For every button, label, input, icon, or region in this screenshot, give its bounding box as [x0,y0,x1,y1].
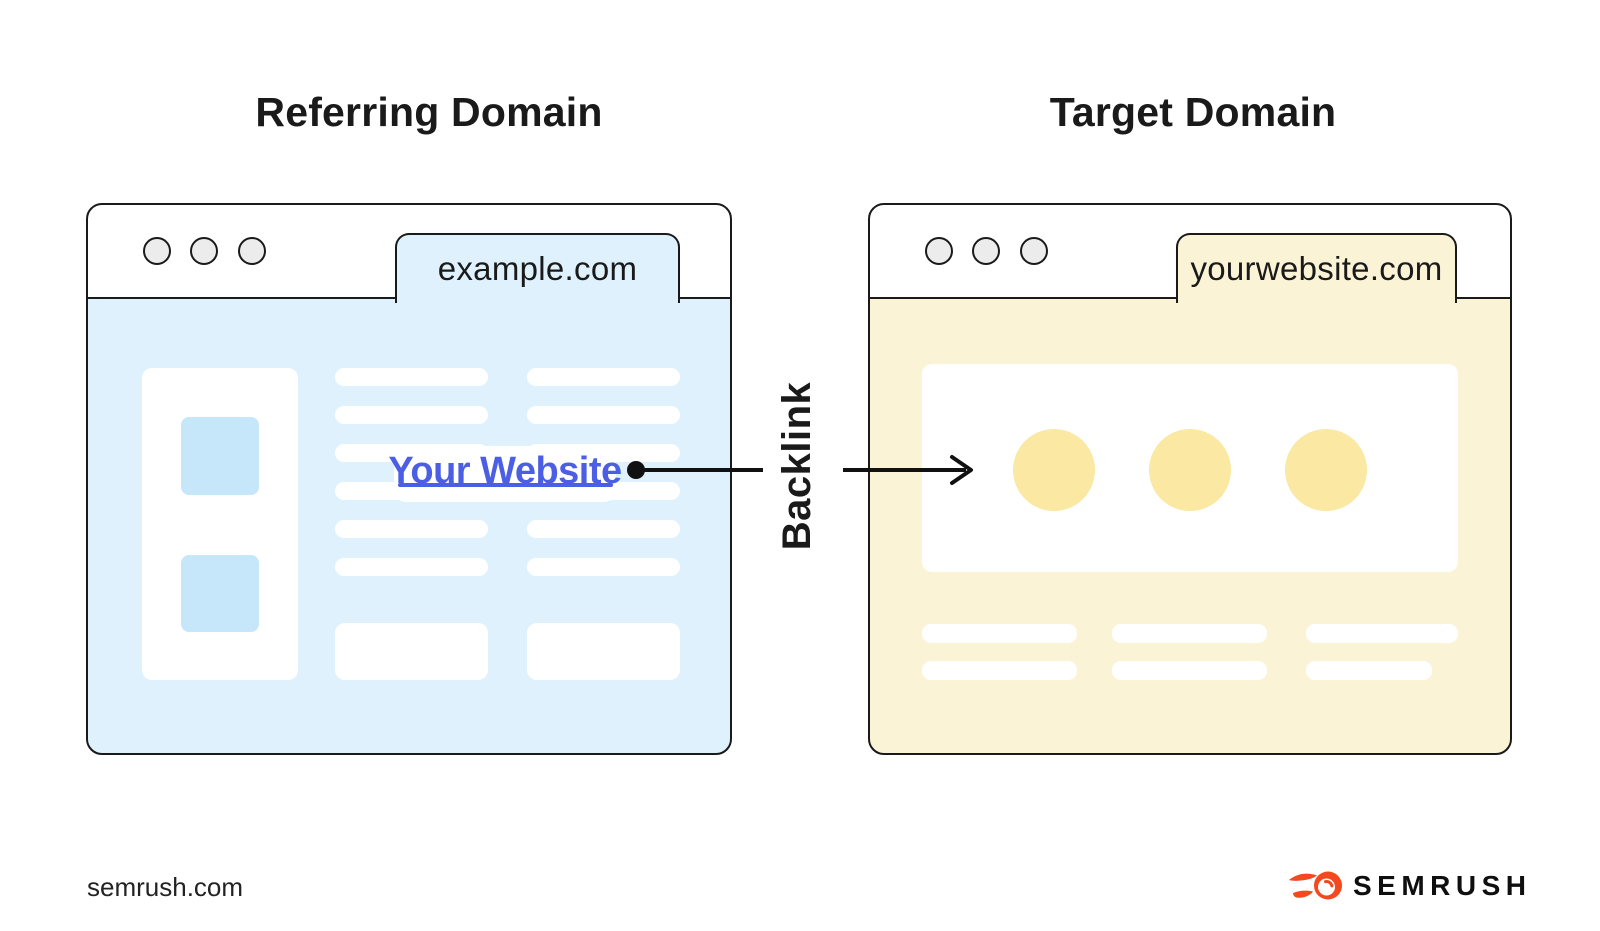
text-line-placeholder [527,368,680,386]
text-line-placeholder [527,558,680,576]
text-line-placeholder [335,520,488,538]
window-control-dot [925,237,953,265]
text-line-placeholder [335,368,488,386]
text-line-placeholder [527,406,680,424]
link-highlight-band [394,446,616,502]
avatar-circle-placeholder [1285,429,1367,511]
semrush-wordmark: SEMRUSH [1353,870,1532,901]
semrush-flame-icon [1289,871,1342,900]
thumbnail-placeholder [181,417,259,495]
target-browser-window: yourwebsite.com [868,203,1512,755]
tab-label: example.com [437,249,638,287]
text-line-placeholder [1112,624,1267,643]
content-block-placeholder [335,623,488,680]
target-browser-tab: yourwebsite.com [1176,233,1457,303]
referring-domain-heading: Referring Domain [255,89,603,135]
referring-browser-tab: example.com [395,233,680,303]
referring-browser-window: Your Website example.com [86,203,732,755]
avatar-circle-placeholder [1013,429,1095,511]
sidebar-placeholder [142,368,298,680]
text-line-placeholder [1306,661,1432,680]
semrush-logo: SEMRUSH [1288,868,1532,904]
avatar-circle-placeholder [1149,429,1231,511]
backlink-label: Backlink [775,381,819,551]
target-domain-heading: Target Domain [1049,89,1337,135]
content-block-placeholder [527,623,680,680]
text-line-placeholder [922,661,1077,680]
text-line-placeholder [1306,624,1458,643]
your-website-link[interactable]: Your Website [388,449,622,492]
thumbnail-placeholder [181,555,259,632]
arrowhead [950,455,973,485]
link-underline [398,483,613,487]
window-control-dot [190,237,218,265]
text-line-placeholder [527,520,680,538]
window-control-dot [143,237,171,265]
footer-source-text: semrush.com [87,872,244,902]
text-line-placeholder [335,406,488,424]
text-line-placeholder [922,624,1077,643]
tab-label: yourwebsite.com [1190,249,1443,287]
window-control-dot [972,237,1000,265]
window-control-dot [1020,237,1048,265]
window-control-dot [238,237,266,265]
text-line-placeholder [1112,661,1267,680]
backlink-arrow [627,455,973,485]
text-line-placeholder [335,558,488,576]
